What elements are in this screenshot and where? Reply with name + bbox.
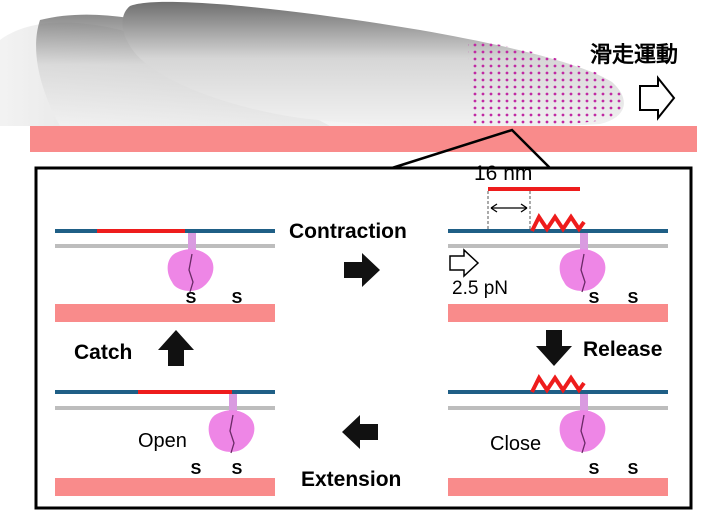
site-s: S: [628, 290, 639, 307]
step-catch: Catch: [74, 341, 132, 364]
site-s: S: [191, 461, 202, 478]
force-arrow-icon: [449, 248, 480, 278]
state-close: Close: [490, 433, 541, 455]
site-s: S: [589, 290, 600, 307]
step-contraction: Contraction: [289, 220, 407, 243]
protein-blob: [208, 410, 255, 452]
site-s: S: [186, 290, 197, 307]
arrow-up-icon: [158, 330, 194, 366]
zoom-lines: [391, 128, 551, 170]
gliding-cell-illustration: [0, 1, 624, 128]
spring: [530, 213, 586, 233]
protein-blob: [559, 249, 606, 291]
arrow-down-icon: [536, 330, 572, 366]
substrate: [55, 304, 275, 322]
site-s: S: [232, 461, 243, 478]
site-s: S: [628, 461, 639, 478]
site-s: S: [589, 461, 600, 478]
step-extension: Extension: [301, 468, 401, 491]
substrate: [448, 478, 668, 496]
spring: [530, 374, 586, 394]
panel-bottom-left: Open S S: [55, 390, 275, 496]
substrate: [55, 478, 275, 496]
substrate: [448, 304, 668, 322]
panel-top-right: 16 nm 2.5 pN S S: [448, 162, 668, 322]
force-label: 2.5 pN: [452, 278, 508, 299]
protein-blob: [167, 249, 214, 291]
site-s: S: [232, 290, 243, 307]
state-open: Open: [138, 430, 187, 452]
linker: [580, 394, 588, 411]
linker: [229, 394, 237, 411]
step-release: Release: [583, 338, 662, 361]
arrow-right-icon: [344, 253, 380, 287]
panel-top-left: S S: [55, 229, 275, 322]
panel-bottom-right: Close S S: [448, 374, 668, 496]
protein-blob: [559, 410, 606, 452]
motion-arrow-icon: [639, 75, 676, 121]
linker: [188, 233, 196, 250]
zoom-frame: [34, 166, 693, 510]
motion-label: 滑走運動: [590, 42, 678, 67]
length-label: 16 nm: [474, 162, 532, 185]
linker: [580, 233, 588, 250]
top-substrate: [30, 126, 697, 152]
arrow-left-icon: [342, 415, 378, 449]
